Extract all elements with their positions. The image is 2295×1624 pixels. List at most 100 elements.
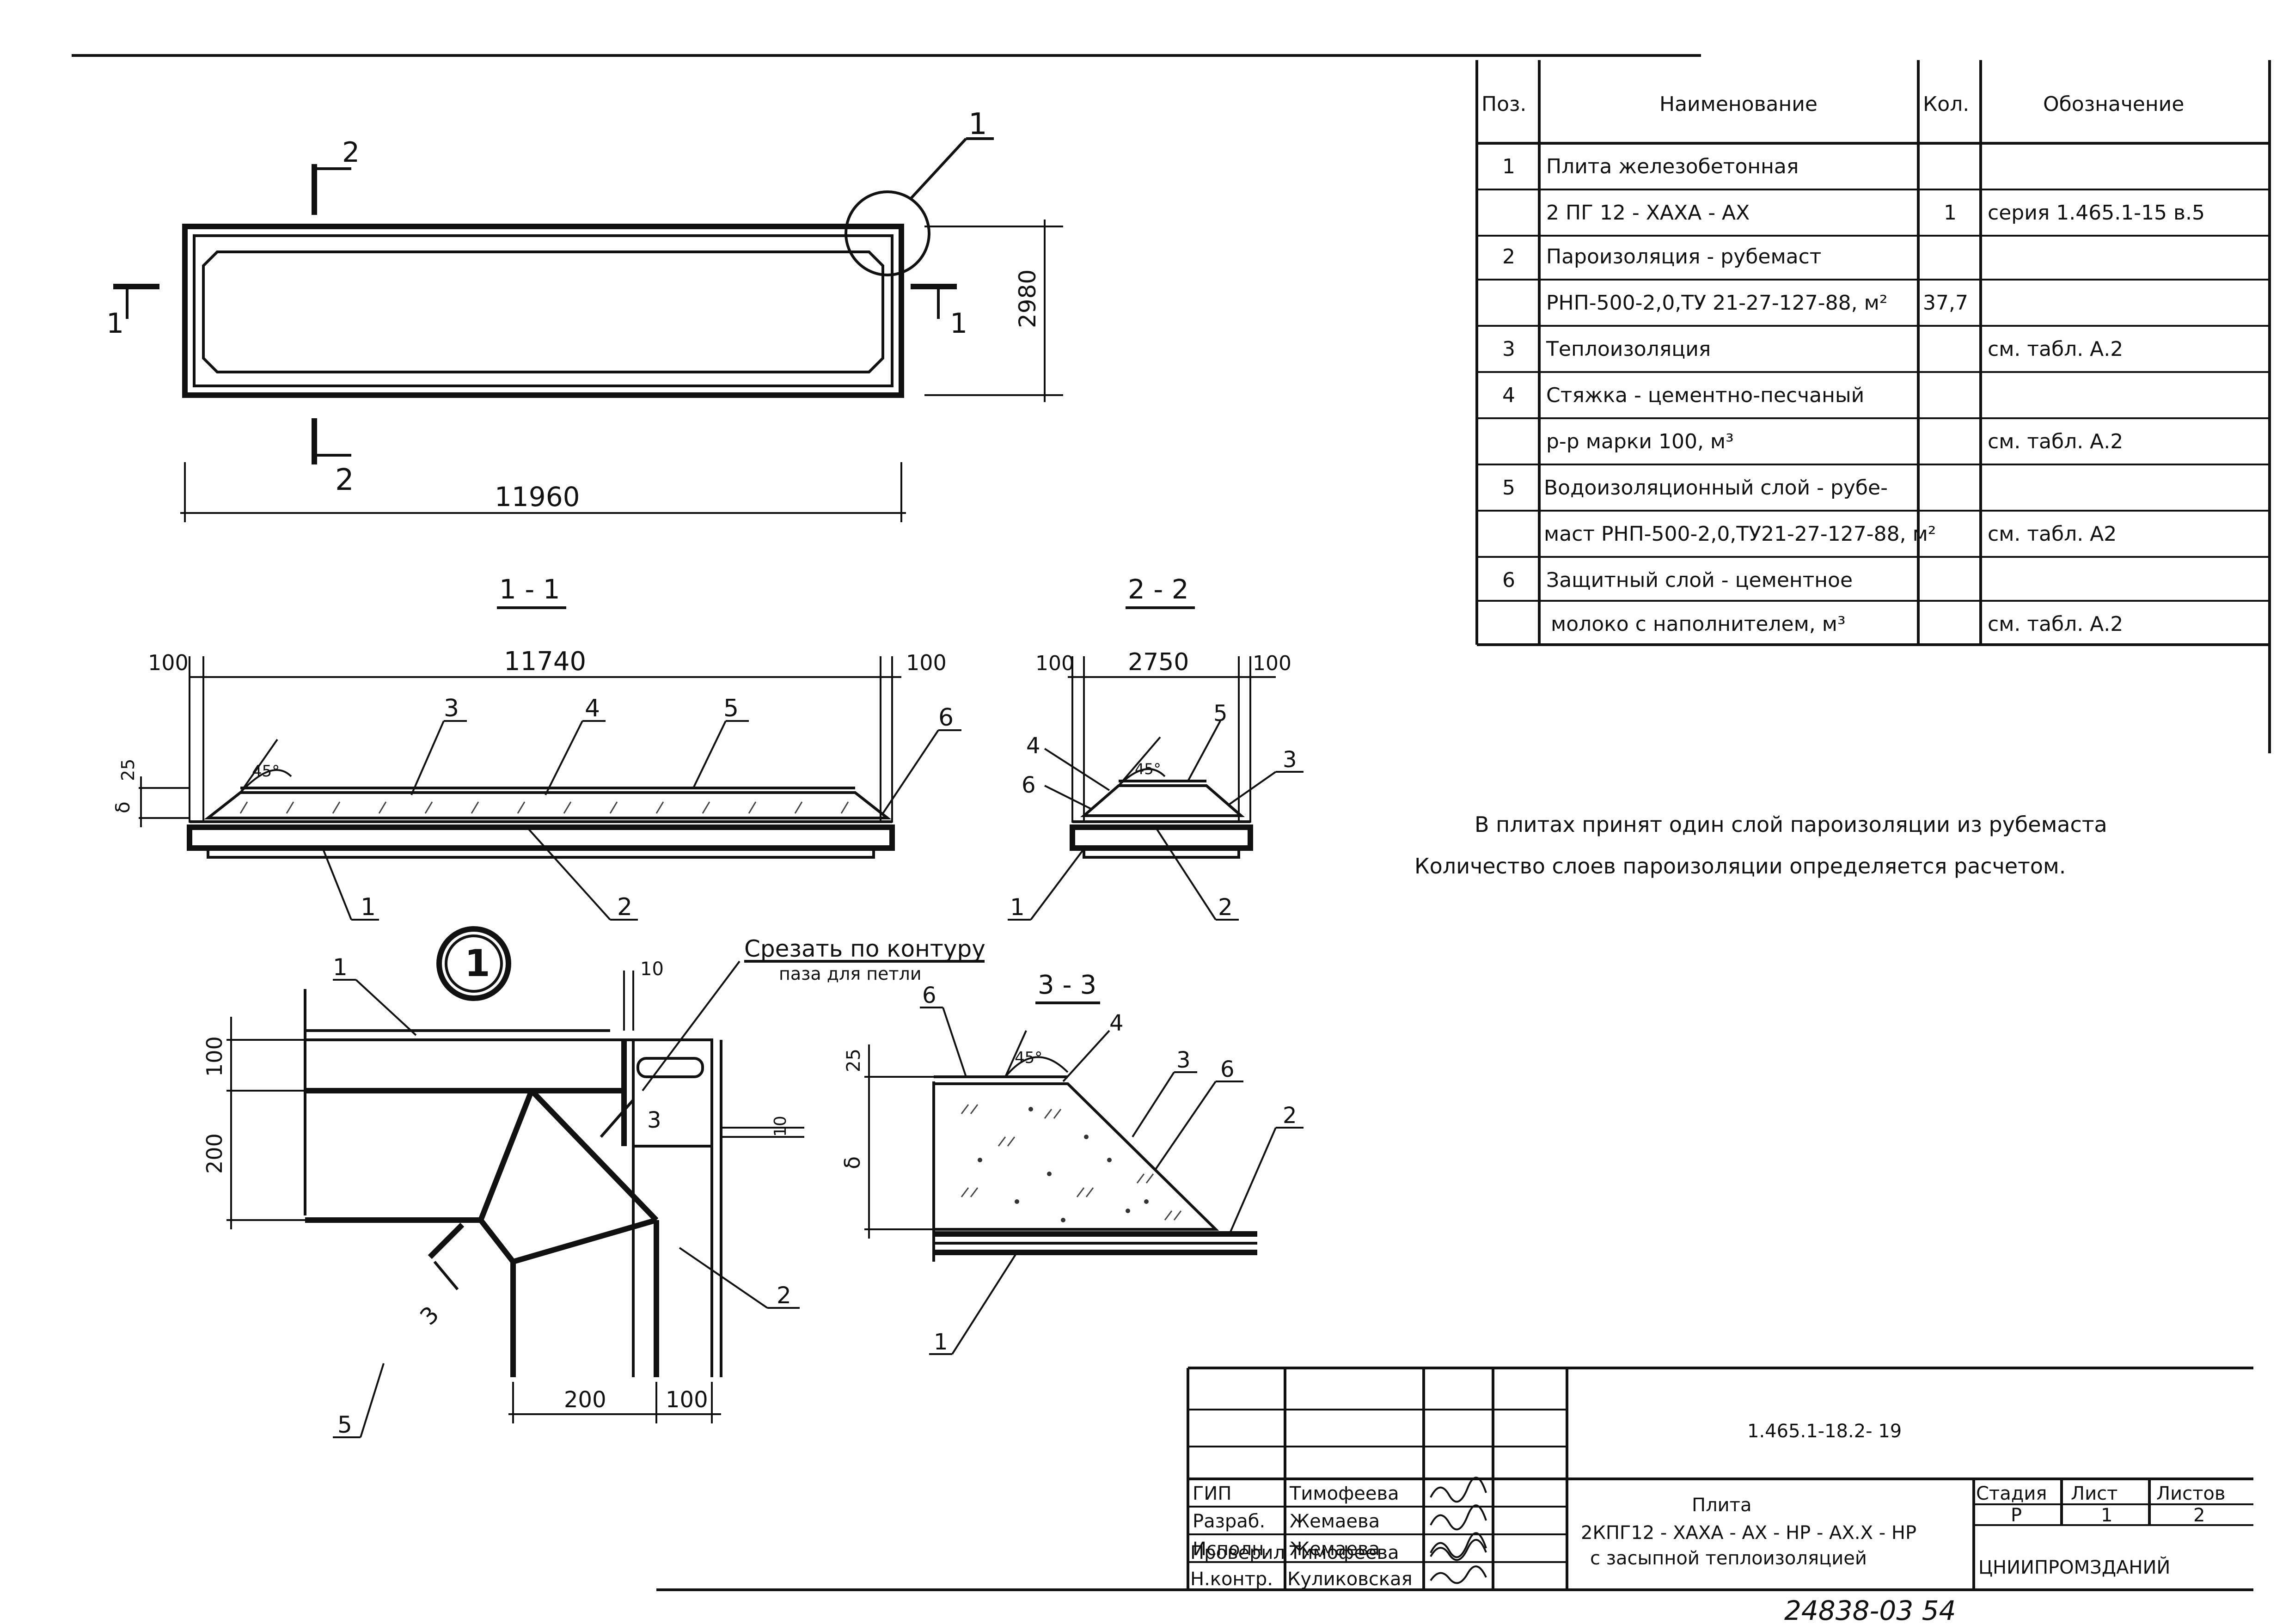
tb-doc-code: 1.465.1-18.2- 19 [1747, 1421, 1902, 1442]
detail-1: 1 Срезать по контуру паза для петли 100 … [202, 926, 985, 1438]
tb-title-2: 2КПГ12 - XAXA - AX - НР - AX.X - НР [1581, 1522, 1916, 1544]
s22-dim-total: 2750 [1128, 648, 1189, 676]
tb-title-3: с засыпной теплоизоляцией [1590, 1548, 1867, 1569]
tb-sheets-header: Листов [2156, 1483, 2225, 1504]
tb-staff-row: Н.контр. Куликовская [1190, 1565, 1487, 1590]
svg-text:3: 3 [1502, 337, 1515, 361]
s11-insulation-layer [204, 791, 892, 819]
detail-dim-200-bottom: 200 [564, 1387, 606, 1413]
footer-code: 24838-03 54 [1784, 1595, 1956, 1624]
svg-text:см. табл. А.2: см. табл. А.2 [1988, 337, 2123, 361]
tb-staff-row: Разраб. Жемаева [1193, 1504, 1487, 1532]
s11-dim-left: 100 [148, 650, 189, 675]
s33-delta: δ [840, 1156, 865, 1169]
s11-dim-total: 11740 [504, 647, 586, 677]
svg-text:Исполн.: Исполн. [1193, 1539, 1270, 1560]
svg-text:ГИП: ГИП [1193, 1483, 1231, 1504]
callout-circle [845, 190, 930, 276]
s33-label-2: 2 [1283, 1103, 1297, 1129]
spec-header-name: Наименование [1659, 92, 1818, 116]
s11-label-2: 2 [617, 893, 632, 921]
spec-row: 5 Водоизоляционный слой - рубе- [1502, 476, 1888, 500]
signature-icon [1430, 1504, 1487, 1531]
detail-dim-100-bottom: 100 [666, 1387, 708, 1413]
s11-label-1: 1 [361, 893, 376, 921]
tb-sheet: 1 [2101, 1505, 2112, 1526]
spec-row: 4 Стяжка - цементно-песчаный [1502, 384, 1864, 407]
s22-slab [1070, 824, 1253, 851]
s22-insulation-layer [1080, 784, 1245, 817]
detail-dim-10-top: 10 [640, 959, 664, 980]
note-line-1: В плитах принят один слой пароизоляции и… [1475, 812, 2107, 837]
svg-text:Защитный слой - цементное: Защитный слой - цементное [1546, 568, 1853, 592]
s11-label-6: 6 [938, 704, 954, 732]
svg-text:маст РНП-500-2,0,ТУ21-27-127-8: маст РНП-500-2,0,ТУ21-27-127-88, м² [1544, 522, 1936, 546]
s22-label-5: 5 [1213, 701, 1228, 727]
cut-note-1: Срезать по контуру [744, 935, 985, 962]
svg-text:Тимофеева: Тимофеева [1289, 1483, 1399, 1504]
svg-text:см. табл. А2: см. табл. А2 [1988, 522, 2117, 546]
section-3-3-title: 3 - 3 [1038, 970, 1096, 1000]
svg-text:Тимофеева: Тимофеева [1289, 1542, 1399, 1563]
plan-width-dim: 2980 [1014, 269, 1041, 328]
svg-text:6: 6 [1502, 568, 1515, 592]
section-2-2-title: 2 - 2 [1128, 574, 1189, 605]
svg-text:Теплоизоляция: Теплоизоляция [1546, 337, 1711, 361]
spec-table: Поз. Наименование Кол. Обозначение 1 Пли… [1475, 60, 2271, 753]
plan-length-dim: 11960 [495, 481, 580, 513]
svg-text:5: 5 [1502, 476, 1515, 500]
tb-stage: Р [2011, 1505, 2022, 1526]
loop-slot [636, 1057, 704, 1078]
spec-row: 6 Защитный слой - цементное [1502, 568, 1853, 592]
s11-label-3: 3 [444, 695, 459, 722]
plan-slab-outline [182, 224, 904, 398]
spec-row: 1 Плита железобетонная [1502, 155, 1799, 178]
tb-title-1: Плита [1692, 1495, 1751, 1516]
svg-text:Водоизоляционный слой - рубе-: Водоизоляционный слой - рубе- [1544, 476, 1888, 500]
spec-header-designation: Обозначение [2043, 92, 2184, 116]
spec-header-pos: Поз. [1481, 92, 1526, 116]
s22-label-4: 4 [1026, 733, 1040, 759]
section-1-1-title: 1 - 1 [499, 574, 560, 605]
svg-text:молоко с наполнителем, м³: молоко с наполнителем, м³ [1551, 612, 1846, 636]
tb-stage-header: Стадия [1976, 1483, 2047, 1504]
section-3-3: 3 - 3 45° 25 δ [840, 970, 1304, 1355]
section-2-bottom-mark: 2 [335, 463, 354, 497]
svg-text:1: 1 [1502, 155, 1515, 178]
svg-text:Куликовская: Куликовская [1287, 1569, 1413, 1590]
spec-row: молоко с наполнителем, м³ см. табл. А.2 [1551, 612, 2123, 636]
svg-text:Н.контр.: Н.контр. [1190, 1569, 1273, 1590]
svg-text:см. табл. А.2: см. табл. А.2 [1988, 612, 2123, 636]
s22-angle: 45° [1135, 760, 1161, 778]
s11-dim-right: 100 [906, 650, 947, 675]
section-1-right-mark: 1 [950, 307, 967, 340]
detail-label-5: 5 [337, 1411, 352, 1438]
signature-icon [1430, 1477, 1487, 1503]
svg-text:Жемаева: Жемаева [1290, 1539, 1380, 1560]
spec-row: маст РНП-500-2,0,ТУ21-27-127-88, м² см. … [1544, 522, 2117, 546]
svg-text:Проверил: Проверил [1190, 1542, 1285, 1563]
s33-label-6-right: 6 [1220, 1056, 1235, 1082]
detail-dim-10-right: 10 [771, 1116, 790, 1137]
spec-row: р-р марки 100, м³ см. табл. А.2 [1546, 430, 2123, 453]
signature-icon [1430, 1565, 1487, 1584]
svg-text:37,7: 37,7 [1923, 291, 1968, 315]
s33-dim-25: 25 [843, 1049, 864, 1072]
plan-view: 1 2 2 1 1 11960 2980 [106, 107, 1063, 522]
detail-1-circle [436, 926, 511, 1001]
tb-staff-row: ГИП Тимофеева [1193, 1477, 1487, 1504]
s11-slab [187, 824, 895, 851]
detail-dim-100-left: 100 [202, 1036, 227, 1077]
s22-label-6: 6 [1022, 772, 1036, 798]
section-1-1: 1 - 1 100 11740 100 45° [111, 574, 961, 921]
svg-text:Жемаева: Жемаева [1290, 1511, 1380, 1532]
cut-note-2: паза для петли [779, 964, 922, 984]
svg-text:Разраб.: Разраб. [1193, 1511, 1265, 1532]
s33-insulation-body [934, 1082, 1219, 1231]
svg-text:4: 4 [1502, 384, 1515, 407]
section-2-2: 2 - 2 100 2750 100 45° 4 6 5 3 1 2 [1008, 574, 1304, 921]
s11-label-5: 5 [723, 695, 739, 722]
svg-text:Стяжка - цементно-песчаный: Стяжка - цементно-песчаный [1546, 384, 1864, 407]
s22-label-1: 1 [1010, 894, 1025, 921]
